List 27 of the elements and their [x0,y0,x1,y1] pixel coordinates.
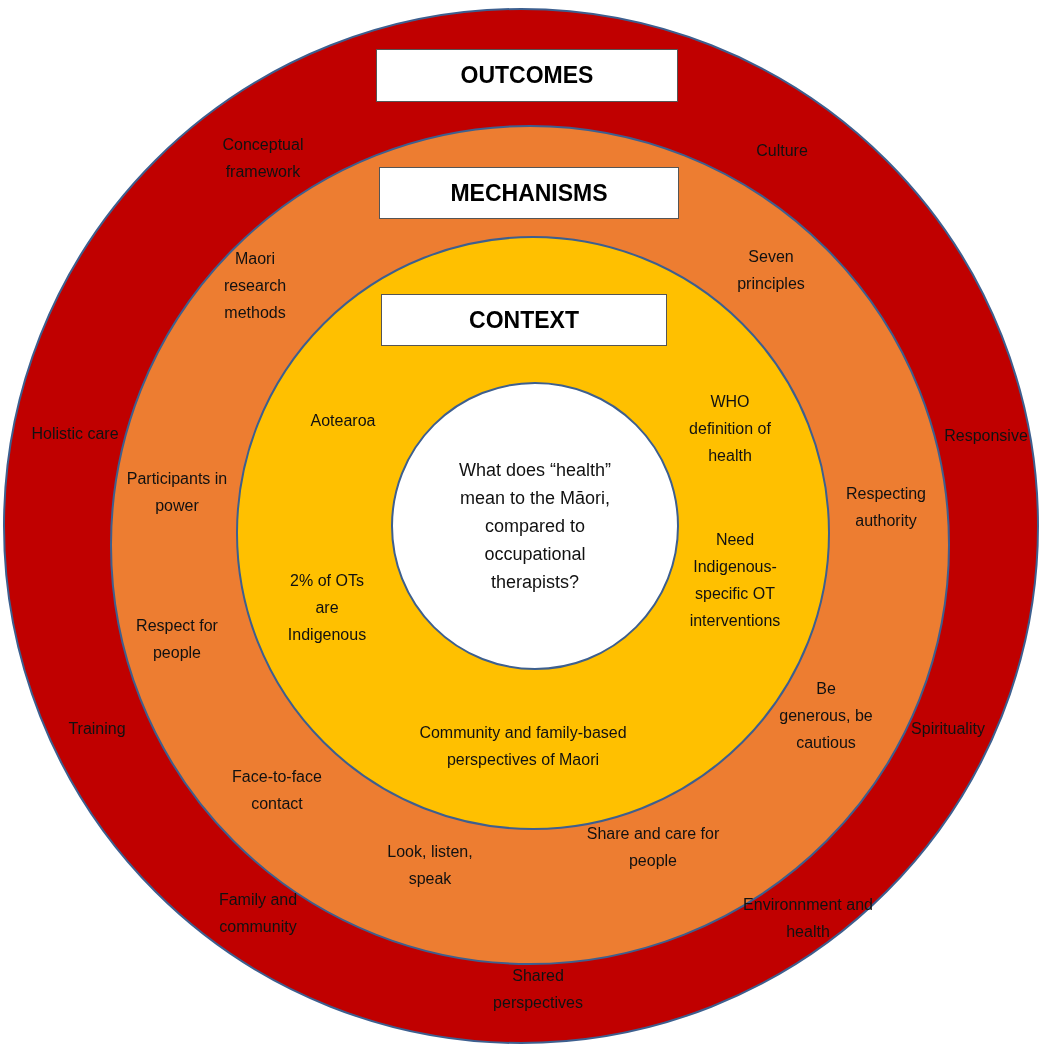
ring-label: Face-to-face contact [231,767,323,814]
ring-label: Respecting authority [844,484,927,531]
heading-box: OUTCOMES [376,49,678,102]
ring-label: Participants in power [125,469,229,516]
ring-label: Training [67,718,127,739]
ring-label: Respect for people [135,616,219,663]
ring-label: Family and community [217,890,299,937]
ring-label: Culture [755,140,809,161]
heading-box: MECHANISMS [379,167,679,219]
ring-label: Look, listen, speak [386,842,474,889]
ring-label: Maori research methods [222,248,288,323]
ring-label: Aotearoa [309,410,377,431]
ring-label: Community and family-based perspectives of Maori [418,723,628,770]
ring-label: Seven principles [736,247,806,294]
ring-label: Share and care for people [585,824,721,871]
ring-label: Shared perspectives [492,966,584,1013]
ring-label: Environnment and health [742,895,874,942]
ring-label: Holistic care [30,423,120,444]
ring-label: Spirituality [910,718,986,739]
ring-label: Be generous, be cautious [778,678,874,753]
ring-label: WHO definition of health [688,391,772,466]
ring-label: Need Indigenous-specific OT interventions [688,530,782,631]
ring-label: 2% of OTs are Indigenous [286,570,368,645]
heading-box: CONTEXT [381,294,667,346]
ring-label: Responsive [943,425,1029,446]
question-text: What does “health” mean to the Māori, compared to occupational therapists? [457,459,613,594]
ring-label: Conceptual framework [221,135,305,182]
